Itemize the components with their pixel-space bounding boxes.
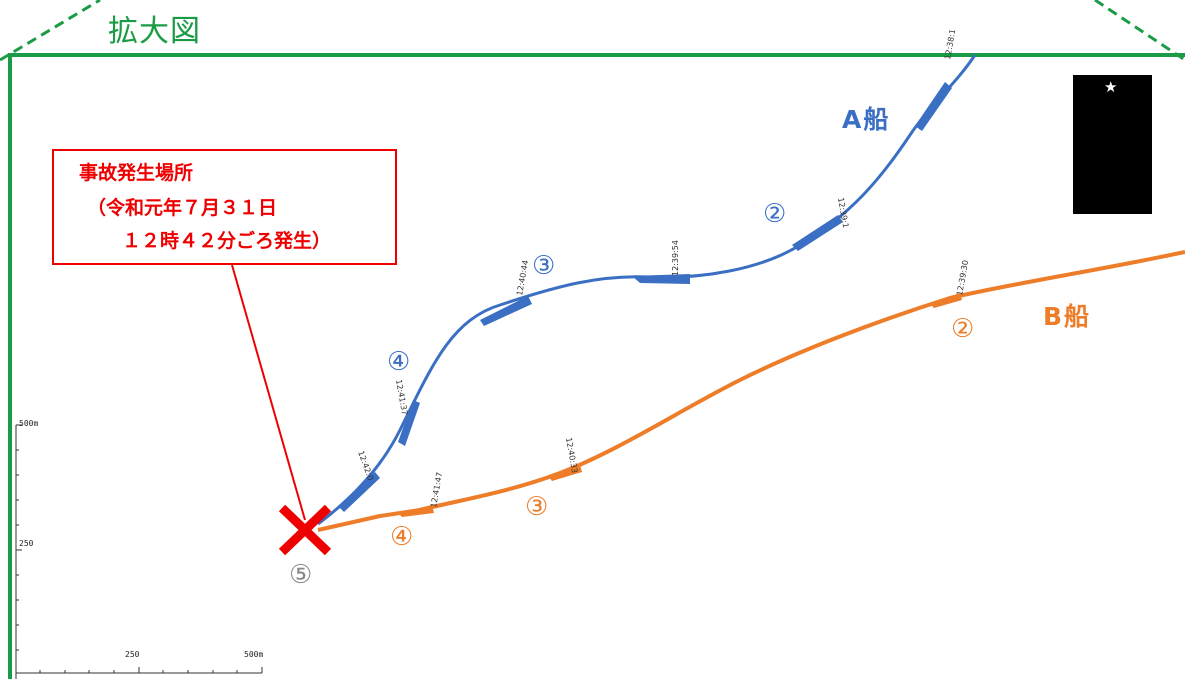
ship-a-label: A船: [842, 105, 891, 134]
callout-leader-line: [231, 264, 306, 521]
ship-a-shape-5: [398, 400, 420, 446]
time-label-a-6: 12:42:0: [356, 450, 375, 482]
ship-a-shape-3: [632, 274, 690, 284]
callout-line-3: １２時４２分ごろ発生）: [122, 230, 332, 252]
frame-dash-right: [1094, 0, 1185, 62]
time-label-a-3: 12:39:54: [671, 240, 680, 276]
ship-b-label: B船: [1043, 302, 1092, 331]
accident-callout: 事故発生場所 （令和元年７月３１日 １２時４２分ごろ発生）: [52, 149, 397, 265]
scale-label-v-mid: 250: [19, 539, 34, 548]
ship-b-track: [317, 250, 1185, 532]
time-label-b-3: 12:40:33: [564, 437, 579, 474]
inset-black-box: [1073, 75, 1152, 214]
ship-b-marker-2: ②: [951, 314, 975, 344]
star-icon: ★: [1104, 78, 1118, 96]
ship-a-marker-4: ④: [387, 347, 411, 377]
scale-label-h-right: 500m: [244, 650, 264, 659]
ship-b-shape-2: [930, 293, 962, 308]
collision-marker-5: ⑤: [289, 560, 313, 590]
ship-b-marker-3: ③: [525, 492, 549, 522]
ship-a-marker-3: ③: [532, 251, 556, 281]
ship-b-marker-4: ④: [390, 522, 414, 552]
callout-line-2: （令和元年７月３１日: [87, 197, 278, 219]
ship-a-shape-4: [480, 296, 532, 326]
time-label-b-2: 12:39:30: [955, 259, 970, 296]
ship-a-shape-2: [792, 215, 843, 251]
scale-bar: [15, 424, 263, 679]
scale-label-v-top: 500m: [19, 419, 39, 428]
time-label-b-4: 12:41:47: [429, 471, 444, 508]
time-label-a-5: 12:41:37: [394, 379, 409, 416]
frame-dash-left: [0, 0, 101, 62]
ship-b-positions: [398, 293, 962, 517]
ship-a-positions: [338, 82, 952, 512]
ship-b-shape-3: [548, 465, 582, 481]
callout-line-1: 事故発生場所: [79, 162, 194, 184]
time-label-a-4: 12:40:44: [515, 259, 530, 296]
ship-a-marker-2: ②: [763, 199, 787, 229]
scale-label-h-mid: 250: [125, 650, 140, 659]
page-title: 拡大図: [108, 14, 201, 49]
collision-mark: [278, 504, 332, 556]
ship-b-shape-4: [398, 505, 434, 517]
ship-a-shape-6: [338, 472, 380, 512]
ship-a-shape-1: [915, 82, 952, 131]
